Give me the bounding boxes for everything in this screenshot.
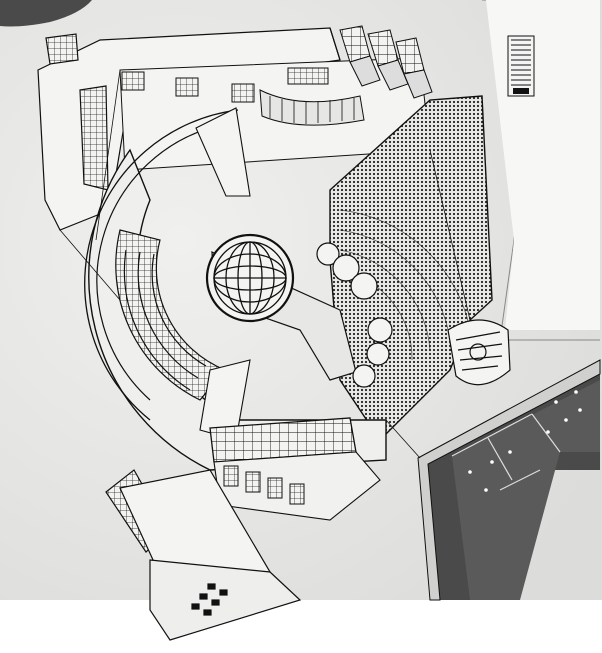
roof-units: [339, 25, 433, 99]
main-drum: [84, 107, 387, 471]
exterior-stair: [507, 35, 535, 97]
construction-lines: [59, 69, 471, 459]
entrance-wing: [105, 469, 302, 641]
spiral-stair: [447, 319, 511, 386]
top-facade: [119, 57, 431, 171]
page-margin: [0, 600, 602, 648]
corner-shadow: [0, 0, 92, 27]
courtyard-trees: [316, 242, 393, 388]
neighbour-building: [417, 359, 601, 601]
paving-rings: [339, 209, 471, 361]
lower-windows: [223, 465, 305, 505]
central-dome: [205, 233, 357, 381]
